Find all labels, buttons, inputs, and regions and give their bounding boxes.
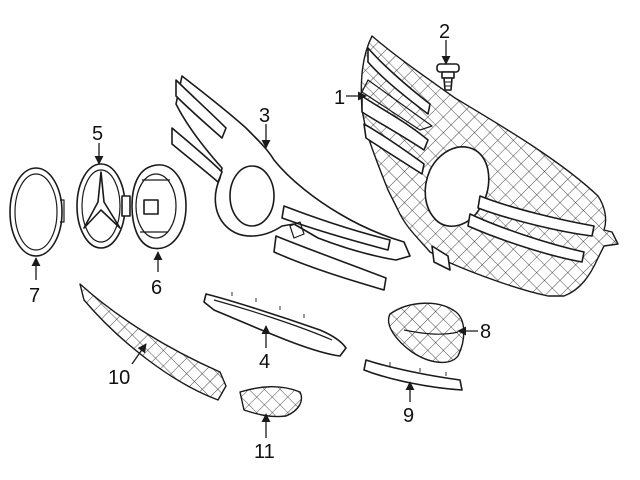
leader-lines — [31, 40, 478, 438]
part-5-star-emblem — [76, 163, 131, 249]
callout-8: 8 — [480, 321, 491, 343]
leader-10 — [131, 343, 147, 365]
part-10-mesh-strip — [79, 283, 227, 401]
part-8-side-insert — [387, 302, 465, 363]
callout-10: 10 — [108, 367, 130, 389]
part-1-grille — [360, 35, 619, 297]
callout-labels: 1 2 3 4 5 6 7 8 9 10 11 — [29, 21, 491, 463]
part-4-trim-strip — [203, 292, 347, 357]
callout-5: 5 — [92, 123, 103, 145]
part-11-mesh-insert — [239, 386, 303, 418]
callout-9: 9 — [403, 405, 414, 427]
callout-11: 11 — [254, 441, 275, 463]
callout-6: 6 — [151, 277, 162, 299]
part-2-clip — [436, 63, 460, 91]
callout-2: 2 — [439, 21, 450, 43]
part-9-molding — [363, 359, 463, 391]
part-7-emblem-ring — [9, 167, 65, 257]
callout-7: 7 — [29, 285, 40, 307]
callout-3: 3 — [259, 105, 270, 127]
part-3-grille-frame — [171, 75, 411, 291]
part-6-emblem-housing — [131, 164, 187, 250]
callout-1: 1 — [334, 87, 345, 109]
callout-4: 4 — [259, 351, 270, 373]
